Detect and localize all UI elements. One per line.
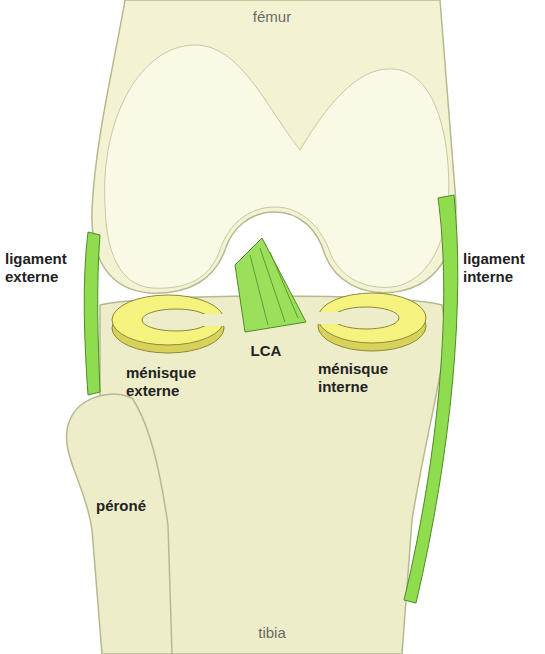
part-label: péroné [96, 497, 146, 515]
acl-ligament [235, 238, 306, 332]
femur-cartilage [105, 45, 449, 288]
lateral-meniscus [112, 295, 228, 353]
label-anchor: ménisque externe [126, 364, 226, 400]
part-label: ligament externe [5, 250, 83, 286]
part-label: tibia [258, 624, 286, 642]
label-anchor: péroné [96, 497, 146, 515]
medial-meniscus [314, 293, 426, 351]
label-anchor: ligament externe [5, 250, 83, 286]
part-label: ménisque externe [126, 364, 226, 400]
label-anchor: ligament interne [463, 250, 541, 286]
lateral-ligament [84, 232, 100, 395]
part-label: fémur [253, 8, 291, 26]
acl-fibres [250, 248, 298, 325]
label-anchor: LCA [251, 342, 282, 360]
fibula-bone [66, 394, 172, 654]
part-label: LCA [251, 342, 282, 360]
label-anchor: tibia [258, 624, 286, 642]
medial-ligament [404, 195, 458, 603]
part-label: ménisque interne [318, 360, 410, 396]
label-anchor: fémur [253, 8, 291, 26]
part-label: ligament interne [463, 250, 541, 286]
label-anchor: ménisque interne [318, 360, 410, 396]
femur-bone [92, 0, 456, 293]
